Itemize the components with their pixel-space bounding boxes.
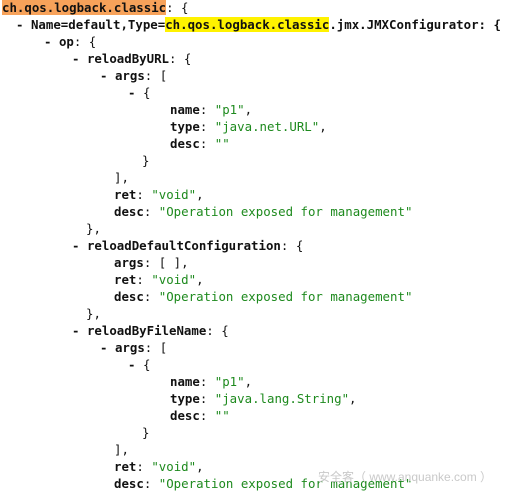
args-close: ], xyxy=(114,170,129,185)
arg-desc-value: "" xyxy=(214,136,230,151)
arg-name-value: "p1" xyxy=(214,374,245,389)
desc-row: desc: "Operation exposed for management" xyxy=(114,476,413,491)
root-key: ch.qos.logback.classic xyxy=(2,0,167,15)
mbean-node: - Name=default,Type=ch.qos.logback.class… xyxy=(16,17,501,33)
desc-value: "Operation exposed for management" xyxy=(158,476,413,491)
root-brace: : { xyxy=(166,0,189,15)
op-node: - op: { xyxy=(44,34,97,49)
args-collapse-toggle[interactable]: - xyxy=(100,340,108,355)
args-row: args: [ ], xyxy=(114,255,189,270)
arg-desc-row: desc: "" xyxy=(170,408,230,423)
mbean-collapse-toggle[interactable]: - xyxy=(16,17,24,32)
ret-value: "void" xyxy=(151,459,197,474)
arg-collapse-toggle[interactable]: - xyxy=(128,85,136,100)
ret-row: ret: "void", xyxy=(114,187,204,202)
desc-row: desc: "Operation exposed for management" xyxy=(114,204,413,219)
reloadbyfilename-collapse-toggle[interactable]: - xyxy=(72,323,80,338)
desc-row: desc: "Operation exposed for management" xyxy=(114,289,413,304)
operation-key: reloadDefaultConfiguration xyxy=(86,238,281,253)
operation-reloadbyurl: - reloadByURL: { xyxy=(72,51,192,66)
op-key: op xyxy=(58,34,74,49)
arg-close: } xyxy=(142,425,150,440)
operation-reloaddefaultconfiguration: - reloadDefaultConfiguration: { xyxy=(72,238,304,253)
reloadbyurl-collapse-toggle[interactable]: - xyxy=(72,51,80,66)
arg-object: - { xyxy=(128,85,151,100)
arg-type-value: "java.lang.String" xyxy=(214,391,350,406)
operation-reloadbyfilename: - reloadByFileName: { xyxy=(72,323,229,338)
op-collapse-toggle[interactable]: - xyxy=(44,34,52,49)
args-collapse-toggle[interactable]: - xyxy=(100,68,108,83)
args-close: ], xyxy=(114,442,129,457)
ret-row: ret: "void", xyxy=(114,272,204,287)
operation-close: }, xyxy=(86,221,101,236)
reloaddefaultconfiguration-collapse-toggle[interactable]: - xyxy=(72,238,80,253)
arg-type-row: type: "java.lang.String", xyxy=(170,391,357,406)
arg-desc-value: "" xyxy=(214,408,230,423)
arg-type-value: "java.net.URL" xyxy=(214,119,320,134)
arg-name-row: name: "p1", xyxy=(170,102,253,117)
args-empty: [ ], xyxy=(158,255,189,270)
mbean-search-match: ch.qos.logback.classic xyxy=(165,17,330,32)
ret-value: "void" xyxy=(151,272,197,287)
arg-name-value: "p1" xyxy=(214,102,245,117)
args-node: - args: [ xyxy=(100,340,168,355)
ret-value: "void" xyxy=(151,187,197,202)
arg-name-row: name: "p1", xyxy=(170,374,253,389)
arg-type-row: type: "java.net.URL", xyxy=(170,119,327,134)
desc-value: "Operation exposed for management" xyxy=(158,204,413,219)
root-node: ch.qos.logback.classic: { xyxy=(2,0,189,16)
arg-collapse-toggle[interactable]: - xyxy=(128,357,136,372)
arg-object: - { xyxy=(128,357,151,372)
args-node: - args: [ xyxy=(100,68,168,83)
operation-close: }, xyxy=(86,306,101,321)
desc-value: "Operation exposed for management" xyxy=(158,289,413,304)
ret-row: ret: "void", xyxy=(114,459,204,474)
arg-close: } xyxy=(142,153,150,168)
operation-key: reloadByURL xyxy=(86,51,169,66)
arg-desc-row: desc: "" xyxy=(170,136,230,151)
watermark: 安全客（ www.anquanke.com ） xyxy=(318,470,493,484)
mbean-key-prefix: Name=default,Type= xyxy=(30,17,166,32)
operation-key: reloadByFileName xyxy=(86,323,207,338)
mbean-key-suffix: .jmx.JMXConfigurator: { xyxy=(329,17,501,32)
